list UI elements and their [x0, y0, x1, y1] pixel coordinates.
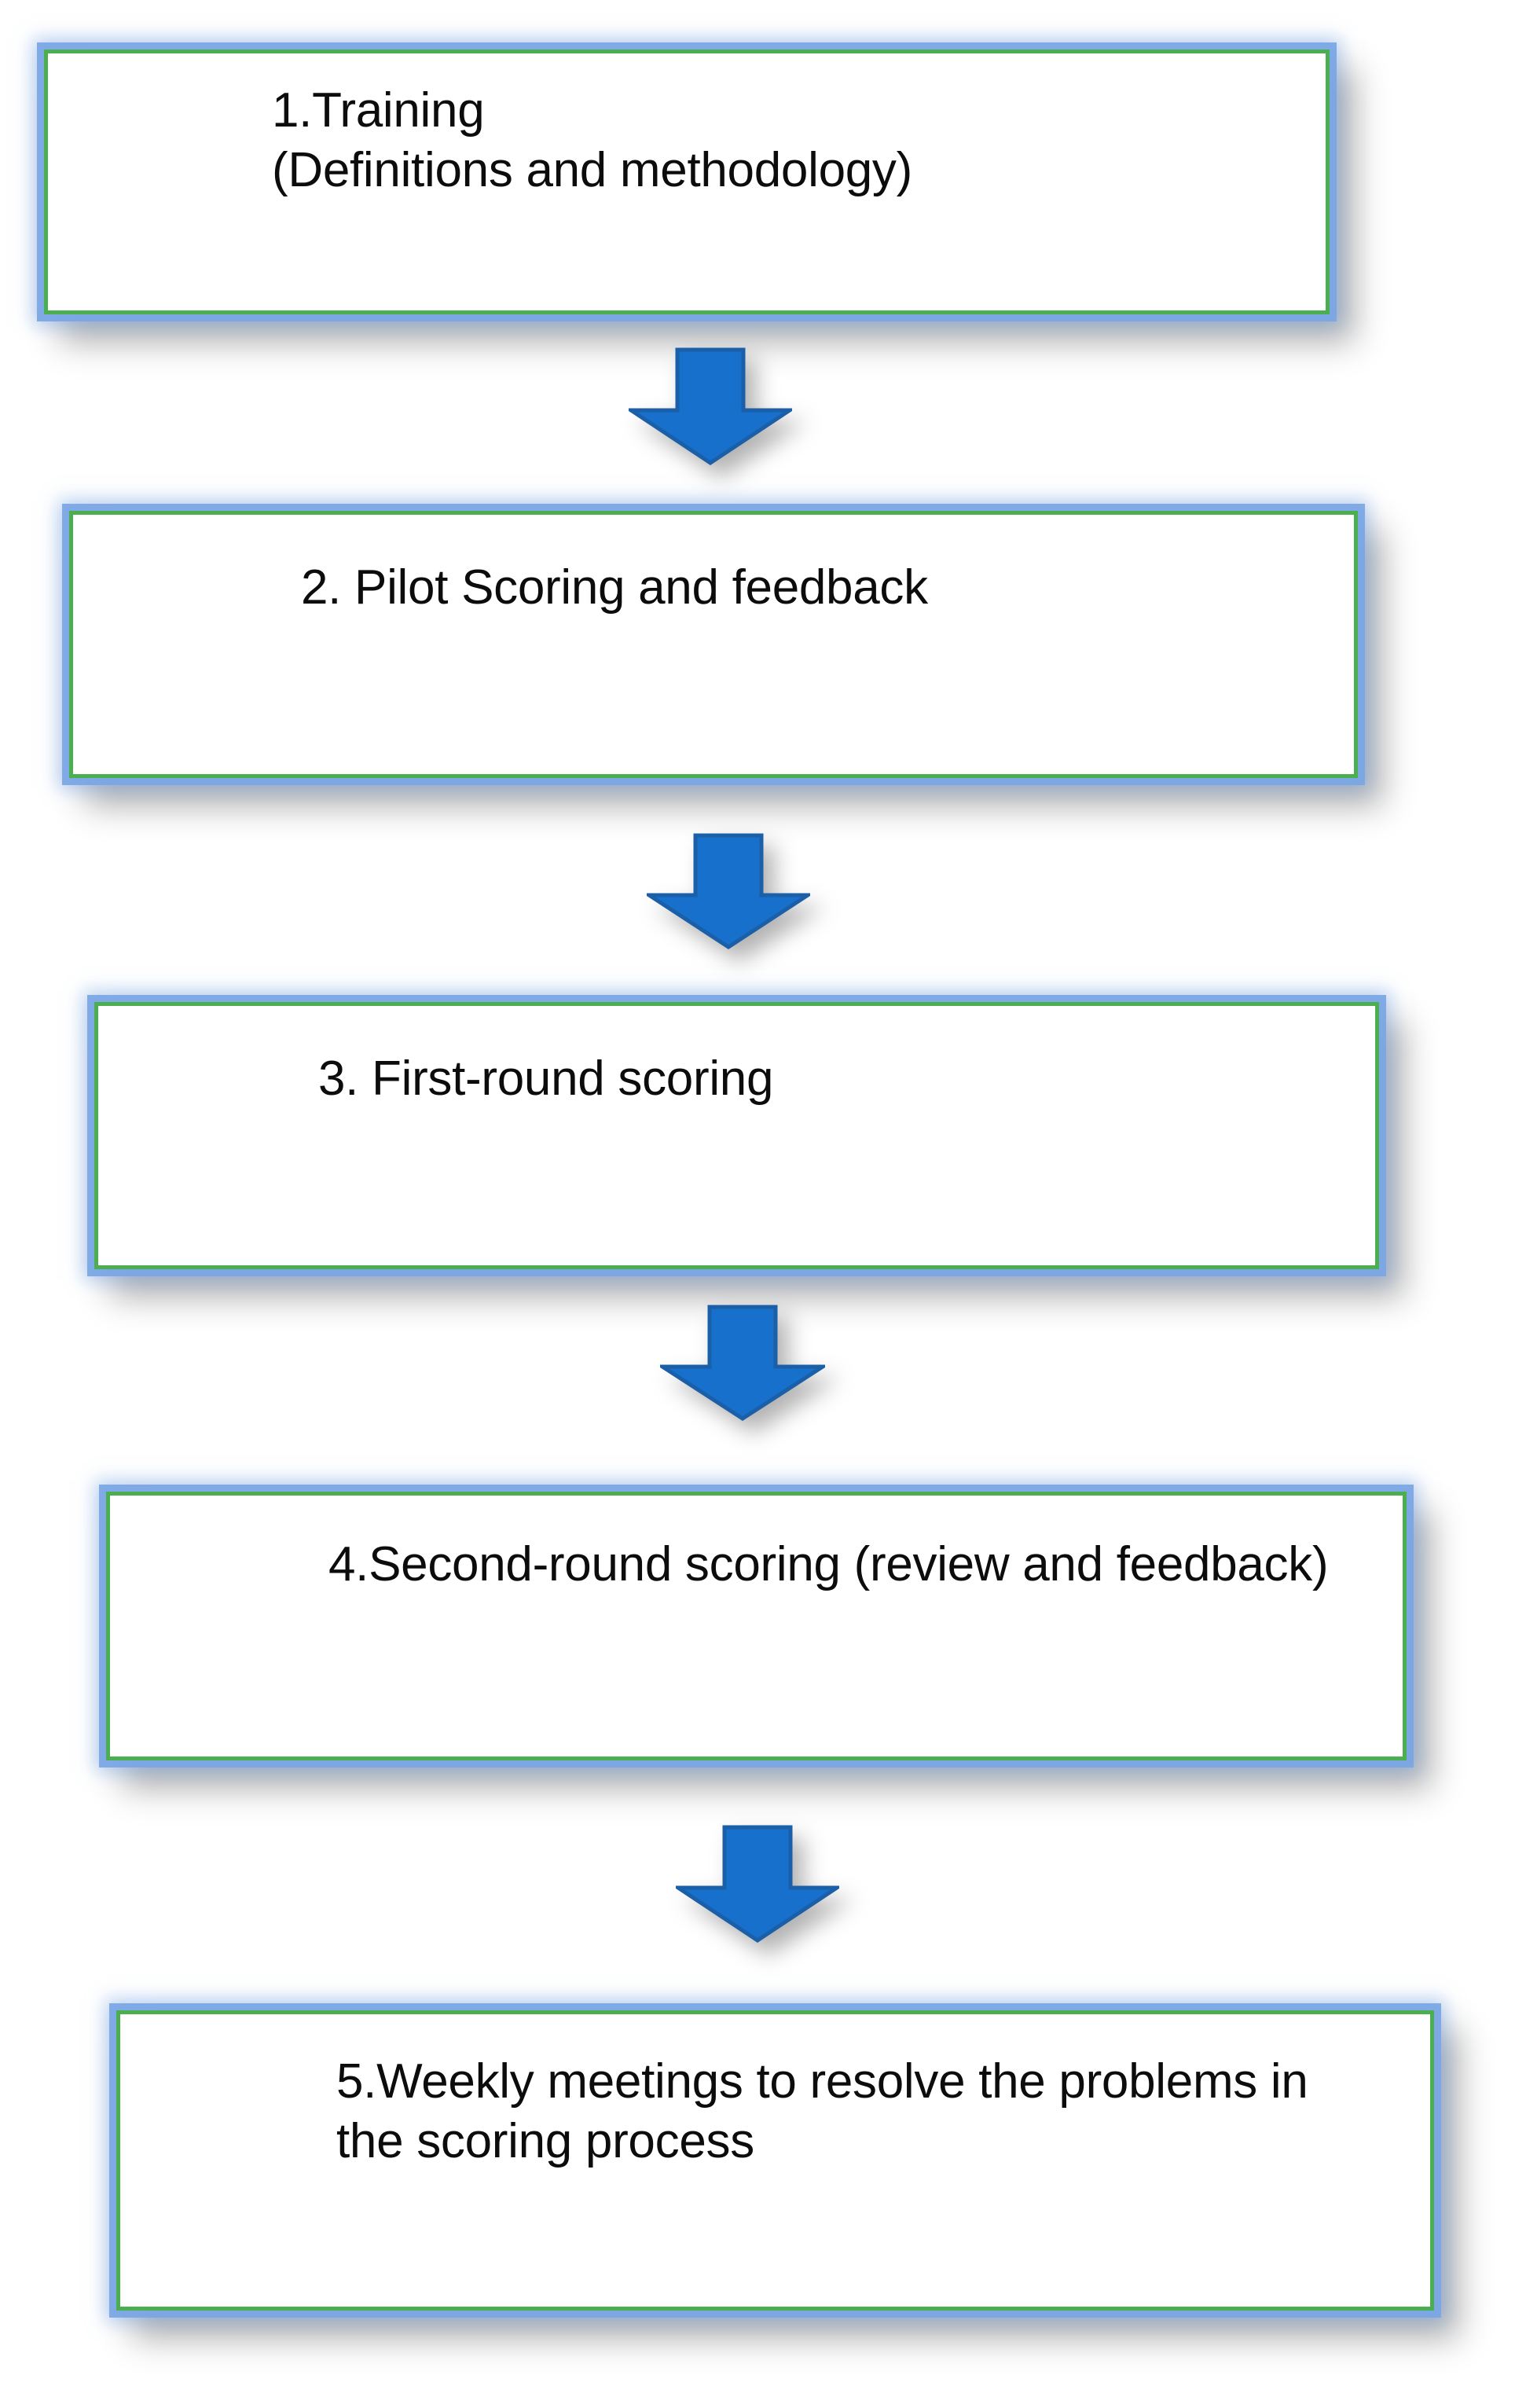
flow-step-label-2: 2. Pilot Scoring and feedback: [301, 560, 928, 615]
down-arrow-icon: [647, 833, 810, 949]
down-arrow-icon: [676, 1825, 839, 1943]
down-arrow-icon: [629, 347, 792, 465]
down-arrow-icon: [660, 1305, 825, 1421]
flow-step-box-5[interactable]: 5.Weekly meetings to resolve the problem…: [116, 2010, 1434, 2311]
flow-step-box-2[interactable]: 2. Pilot Scoring and feedback: [69, 511, 1358, 778]
flow-step-box-4[interactable]: 4.Second-round scoring (review and feedb…: [106, 1492, 1407, 1760]
flow-step-label-5: 5.Weekly meetings to resolve the problem…: [336, 2054, 1308, 2168]
flow-step-label-3: 3. First-round scoring: [318, 1052, 774, 1106]
flow-step-box-3[interactable]: 3. First-round scoring: [94, 1002, 1379, 1269]
flow-step-label-4: 4.Second-round scoring (review and feedb…: [328, 1537, 1329, 1591]
flow-step-label-1: 1.Training (Definitions and methodology): [272, 83, 912, 197]
flow-step-box-1[interactable]: 1.Training (Definitions and methodology): [44, 50, 1330, 314]
